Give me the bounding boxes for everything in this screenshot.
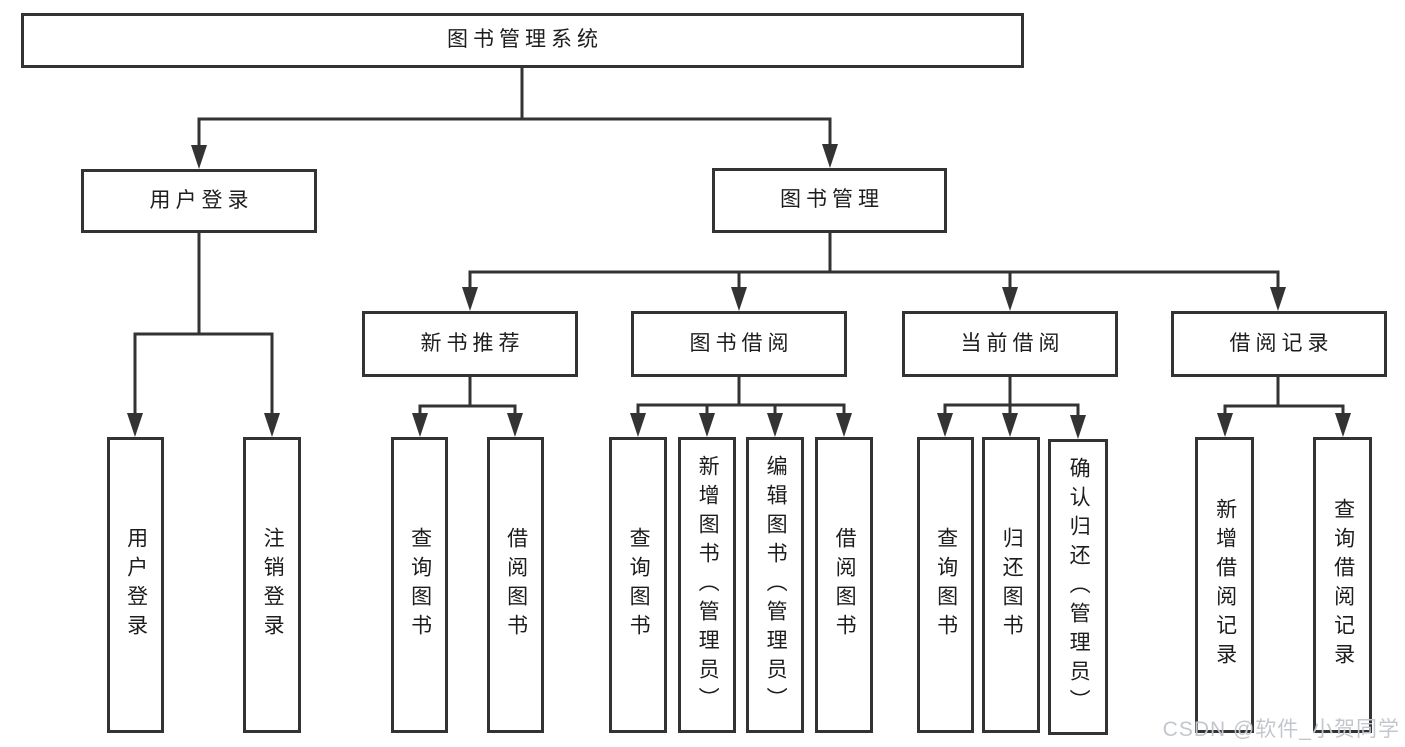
- node-borrowing-records: 借阅记录: [1171, 311, 1387, 377]
- leaf-edit-book-admin: 编辑图书（管理员）: [746, 437, 804, 733]
- leaf-query-books-borrow: 查询图书: [609, 437, 667, 733]
- node-current-borrowing: 当前借阅: [902, 311, 1118, 377]
- node-new-book-recommendation: 新书推荐: [362, 311, 578, 377]
- leaf-add-borrow-record: 新增借阅记录: [1195, 437, 1254, 733]
- leaf-borrow-books-recommend: 借阅图书: [487, 437, 544, 733]
- leaf-return-book: 归还图书: [982, 437, 1040, 733]
- connector-book-borrow-to-leaves: [630, 377, 852, 437]
- leaf-query-borrow-record: 查询借阅记录: [1313, 437, 1372, 733]
- leaf-confirm-return-admin: 确认归还（管理员）: [1048, 439, 1108, 735]
- csdn-watermark: CSDN @软件_小贺同学: [1162, 718, 1400, 741]
- leaf-logout: 注销登录: [243, 437, 301, 733]
- node-book-borrowing: 图书借阅: [631, 311, 847, 377]
- node-book-management: 图书管理: [712, 168, 947, 233]
- connector-user-login-to-leaves: [127, 233, 280, 437]
- connector-book-management-to-modules: [462, 233, 1286, 311]
- leaf-user-login: 用户登录: [107, 437, 164, 733]
- connector-new-book-to-leaves: [412, 377, 523, 437]
- leaf-add-book-admin: 新增图书（管理员）: [678, 437, 736, 733]
- leaf-query-books-current: 查询图书: [917, 437, 974, 733]
- connector-root-to-level2: [191, 68, 838, 169]
- node-library-system: 图书管理系统: [21, 13, 1024, 68]
- connector-current-borrow-to-leaves: [937, 377, 1086, 439]
- node-user-login: 用户登录: [81, 169, 317, 233]
- connector-records-to-leaves: [1217, 377, 1351, 437]
- leaf-query-books-recommend: 查询图书: [391, 437, 448, 733]
- leaf-borrow-books-borrow: 借阅图书: [815, 437, 873, 733]
